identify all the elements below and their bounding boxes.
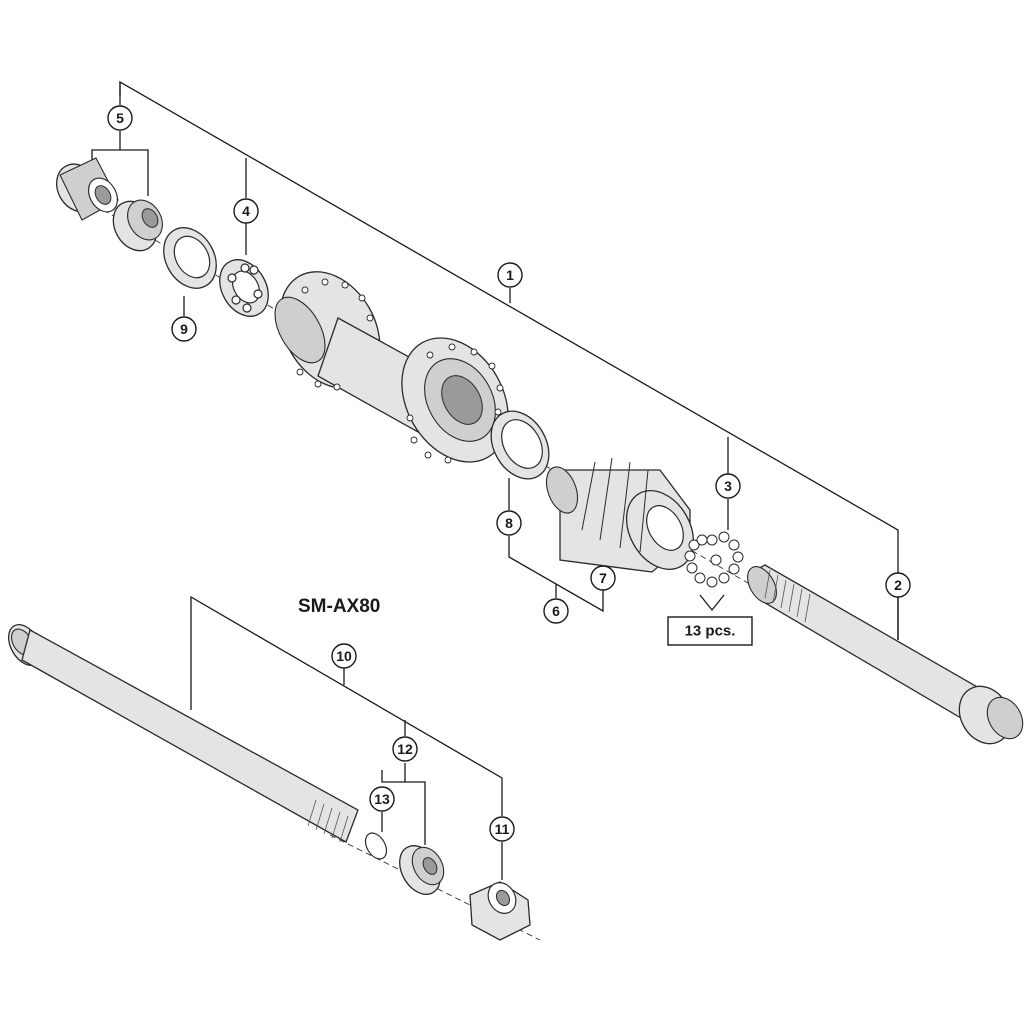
spacer-washer-8: [490, 410, 550, 480]
callout-9: 9: [171, 316, 197, 342]
nut-11: [469, 881, 531, 941]
svg-text:6: 6: [552, 603, 560, 619]
svg-text:9: 9: [180, 321, 188, 337]
cone-5-right: [112, 199, 163, 252]
callout-12: 12: [392, 736, 418, 762]
svg-text:1: 1: [506, 267, 514, 283]
callout-8: 8: [496, 510, 522, 536]
callout-5: 5: [107, 105, 133, 131]
callout-3: 3: [715, 473, 741, 499]
model-title: SM-AX80: [298, 596, 380, 617]
svg-text:7: 7: [599, 570, 607, 586]
callout-11: 11: [489, 816, 515, 842]
svg-text:11: 11: [495, 821, 510, 837]
callout-1: 1: [497, 262, 523, 288]
svg-text:3: 3: [724, 478, 732, 494]
callout-6: 6: [543, 598, 569, 624]
steel-balls-3: [684, 531, 744, 588]
callout-4: 4: [233, 198, 259, 224]
bearing-retainer-4: [219, 259, 269, 317]
svg-text:2: 2: [894, 577, 902, 593]
hub-body: [274, 271, 509, 464]
callout-2: 2: [885, 572, 911, 598]
svg-text:4: 4: [242, 203, 250, 219]
quantity-box: 13 pcs.: [667, 616, 753, 646]
o-ring-13: [364, 832, 388, 860]
adapter-12: [399, 845, 445, 895]
thru-axle-10: [7, 624, 359, 843]
callout-7: 7: [590, 565, 616, 591]
lock-nut-5-left: [55, 157, 119, 221]
callout-10: 10: [331, 643, 357, 669]
svg-text:12: 12: [397, 741, 413, 757]
svg-text:8: 8: [505, 515, 513, 531]
svg-text:5: 5: [116, 110, 124, 126]
dust-seal-9: [163, 227, 217, 289]
svg-text:13: 13: [374, 791, 390, 807]
freehub-body-7: [545, 457, 695, 573]
hub-axle-2: [747, 564, 1024, 745]
svg-text:13 pcs.: 13 pcs.: [685, 623, 736, 640]
callout-13: 13: [369, 786, 395, 812]
svg-text:10: 10: [336, 648, 352, 664]
